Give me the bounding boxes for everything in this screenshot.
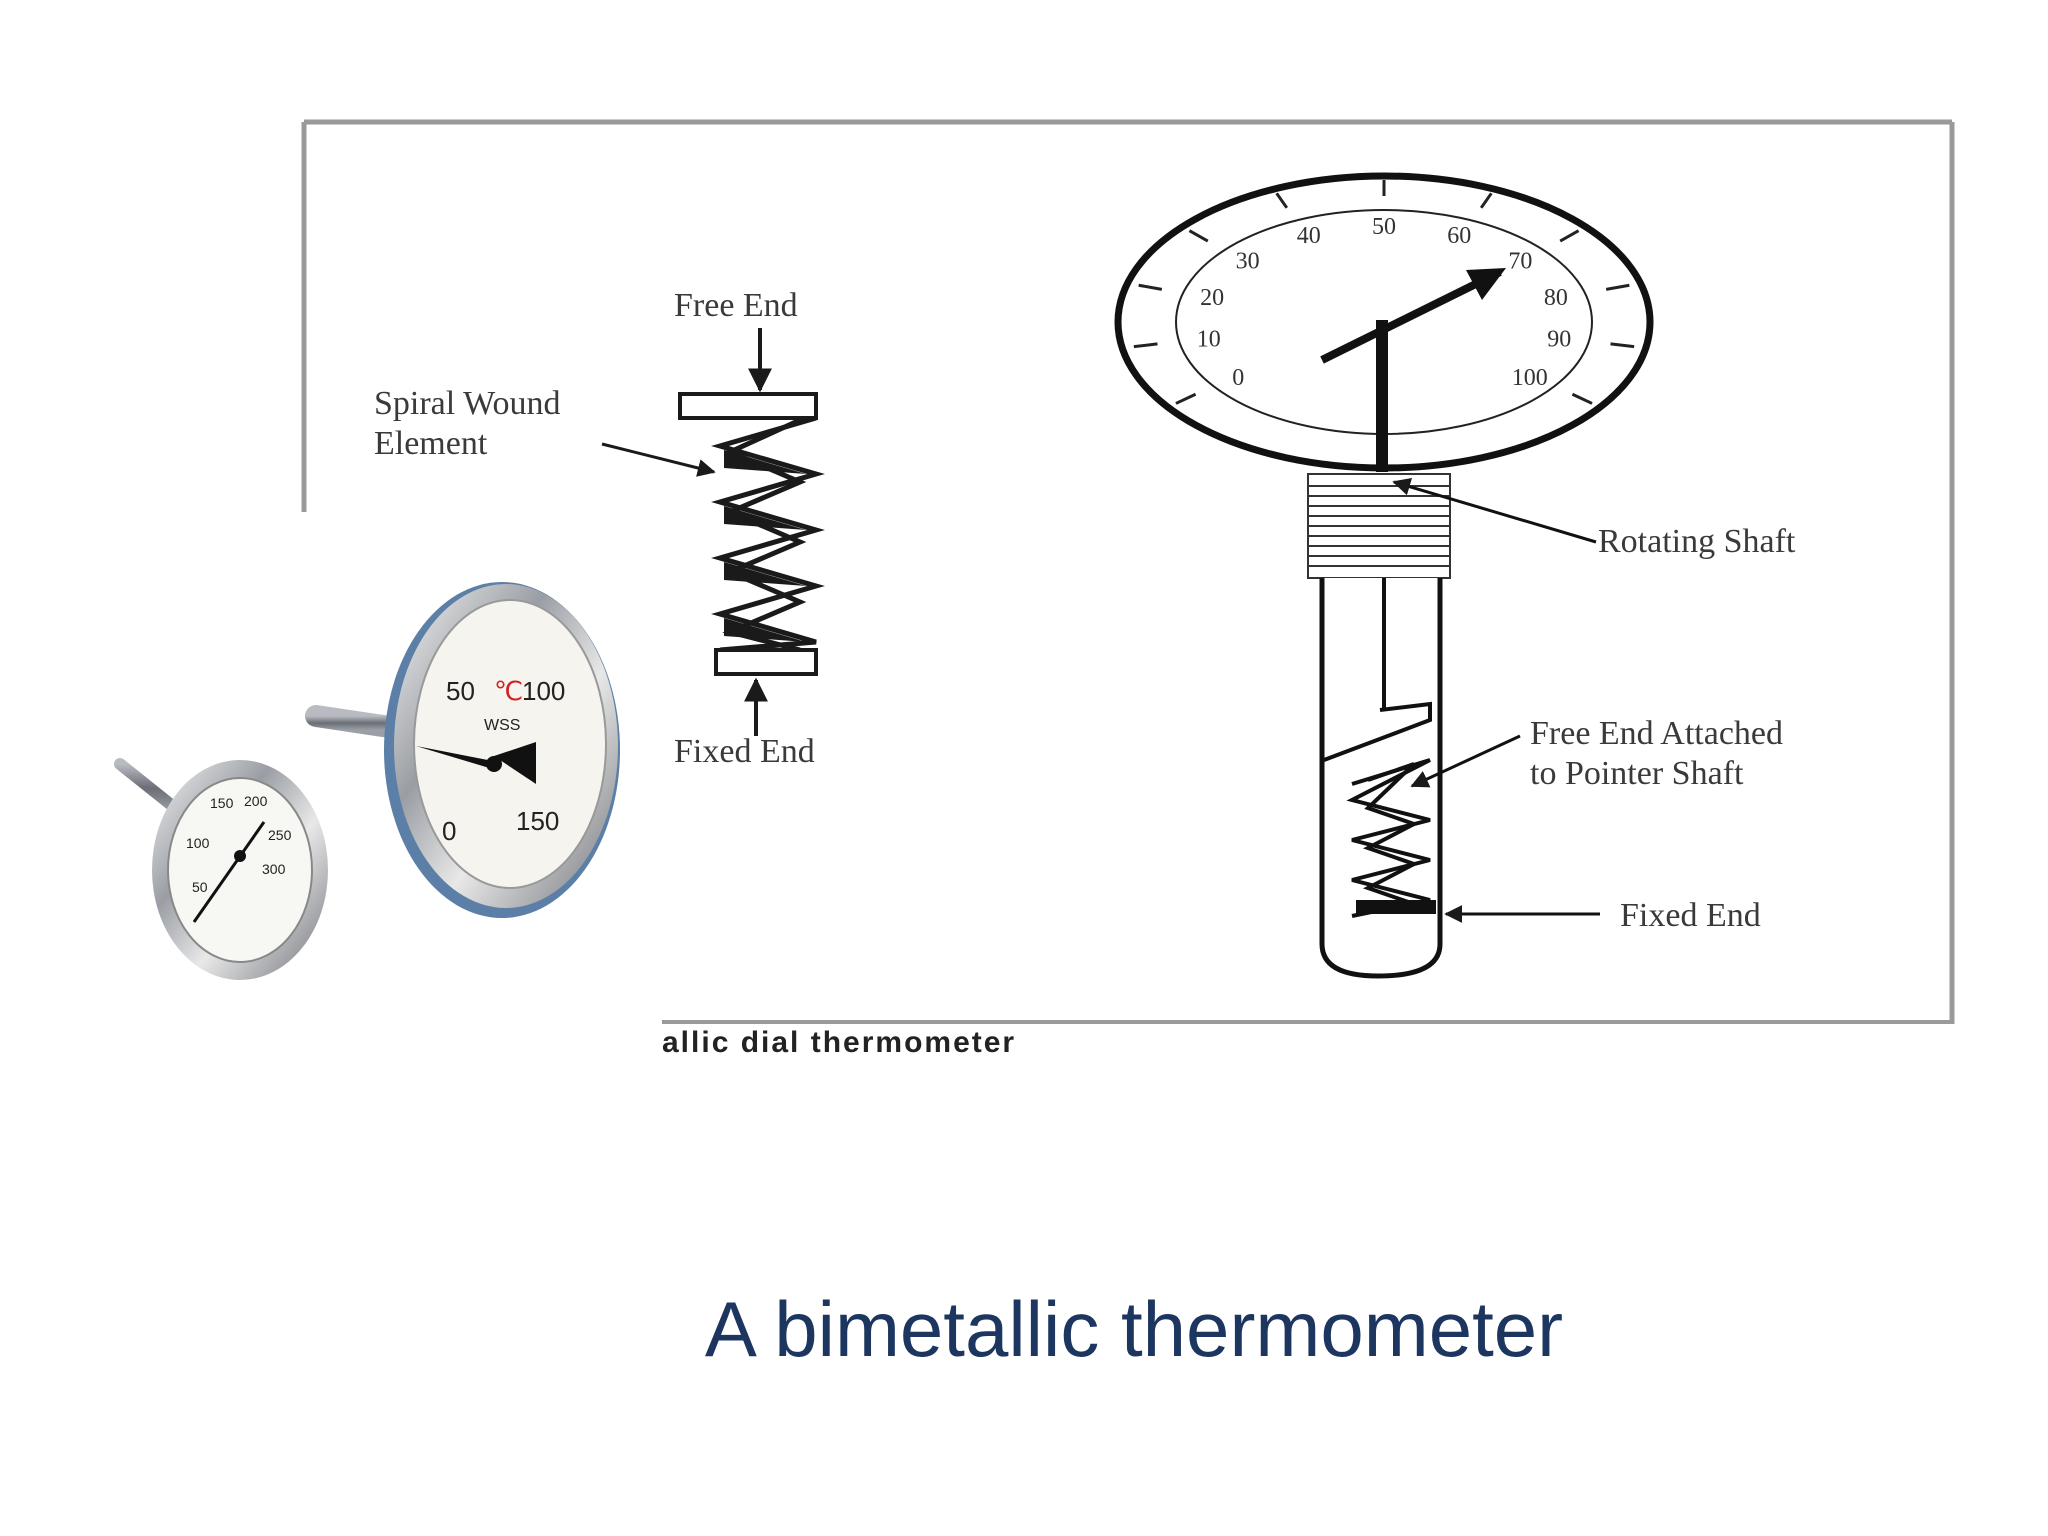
spiral-element-diagram bbox=[601, 328, 825, 736]
spiral-coil bbox=[711, 415, 825, 653]
label-spiral-line1: Spiral Wound bbox=[374, 385, 560, 422]
dial-scale-label: 0 bbox=[1232, 365, 1244, 391]
slide-caption: A bimetallic thermometer bbox=[704, 1285, 1564, 1373]
small-dial-label-200: 200 bbox=[244, 793, 268, 809]
figure-frame bbox=[301, 119, 1955, 1024]
dial-tick bbox=[1610, 342, 1635, 349]
pointer-arrowhead bbox=[1466, 268, 1506, 300]
dial-tick bbox=[1479, 192, 1493, 209]
small-dial-label-150: 150 bbox=[210, 795, 234, 811]
dial-scale-label: 70 bbox=[1508, 248, 1532, 274]
helix-fixed-block bbox=[1356, 900, 1436, 914]
dial-scale-label: 90 bbox=[1547, 327, 1571, 353]
large-dial-label-50: 50 bbox=[446, 676, 475, 706]
large-needle bbox=[416, 746, 498, 770]
dial-scale-label: 60 bbox=[1447, 223, 1471, 249]
dial-pointer bbox=[1320, 268, 1502, 364]
threaded-neck bbox=[1307, 473, 1451, 579]
large-needle-tail bbox=[494, 742, 536, 784]
label-free-end: Free End bbox=[674, 287, 798, 324]
figure-caption-fragment: allic dial thermometer bbox=[662, 1026, 1016, 1059]
label-free-attached-line1: Free End Attached bbox=[1530, 715, 1783, 752]
dial-scale-label: 50 bbox=[1372, 214, 1396, 240]
dial-tick bbox=[1605, 283, 1630, 291]
dial-tick bbox=[1133, 342, 1158, 349]
large-dial-label-150: 150 bbox=[516, 806, 559, 836]
small-dial-face bbox=[167, 777, 313, 963]
coil-shading bbox=[724, 450, 806, 642]
rotating-shaft bbox=[1376, 320, 1388, 472]
large-thermometer-photo: 50 ℃ 100 WSS 0 150 bbox=[305, 582, 620, 918]
label-fixed-end-right: Fixed End bbox=[1620, 897, 1761, 934]
dial-thermometer-diagram: 0 10 20 30 40 50 60 70 80 90 100 bbox=[1114, 172, 1654, 979]
spiral-bottom-cap bbox=[714, 648, 818, 676]
dial-scale-label: 20 bbox=[1200, 285, 1224, 311]
small-dial-label-100: 100 bbox=[186, 835, 210, 851]
dial-scale-label: 40 bbox=[1297, 223, 1321, 249]
dial-tick bbox=[1571, 392, 1593, 405]
internal-helix bbox=[1323, 701, 1432, 918]
large-dial-label-celsius: ℃ bbox=[494, 676, 523, 706]
small-dial-label-50: 50 bbox=[192, 879, 208, 895]
small-needle-hub bbox=[234, 850, 246, 862]
dial-numbers: 0 10 20 30 40 50 60 70 80 90 100 bbox=[1197, 214, 1572, 391]
label-spiral-line2: Element bbox=[374, 425, 488, 462]
free-end-attached-leader bbox=[1410, 734, 1521, 788]
dial-ticks bbox=[1133, 180, 1635, 405]
dial-scale-label: 10 bbox=[1197, 327, 1221, 353]
dial-scale-label: 80 bbox=[1544, 285, 1568, 311]
large-dial-face bbox=[413, 599, 607, 889]
dial-tick bbox=[1175, 392, 1197, 405]
dial-tick bbox=[1188, 229, 1209, 243]
spiral-top-cap bbox=[678, 392, 818, 420]
rotating-shaft-leader bbox=[1392, 477, 1597, 544]
dial-tick bbox=[1275, 192, 1289, 209]
dial-tick bbox=[1138, 283, 1163, 291]
large-dial-label-100: 100 bbox=[522, 676, 565, 706]
small-dial-label-250: 250 bbox=[268, 827, 292, 843]
small-thermometer-photo: 100 150 200 250 300 50 bbox=[114, 758, 328, 980]
small-dial-label-300: 300 bbox=[262, 861, 286, 877]
dial-tick bbox=[1559, 229, 1580, 243]
small-needle bbox=[192, 821, 266, 923]
spiral-leader bbox=[601, 442, 716, 477]
large-dial-label-0: 0 bbox=[442, 816, 456, 846]
label-rotating-shaft: Rotating Shaft bbox=[1598, 523, 1796, 560]
dial-scale-label: 100 bbox=[1512, 365, 1548, 391]
label-fixed-end-left: Fixed End bbox=[674, 733, 815, 770]
label-free-attached-line2: to Pointer Shaft bbox=[1530, 755, 1744, 792]
large-needle-hub bbox=[486, 756, 502, 772]
large-dial-label-wss: WSS bbox=[484, 717, 520, 734]
dial-scale-label: 30 bbox=[1236, 248, 1260, 274]
